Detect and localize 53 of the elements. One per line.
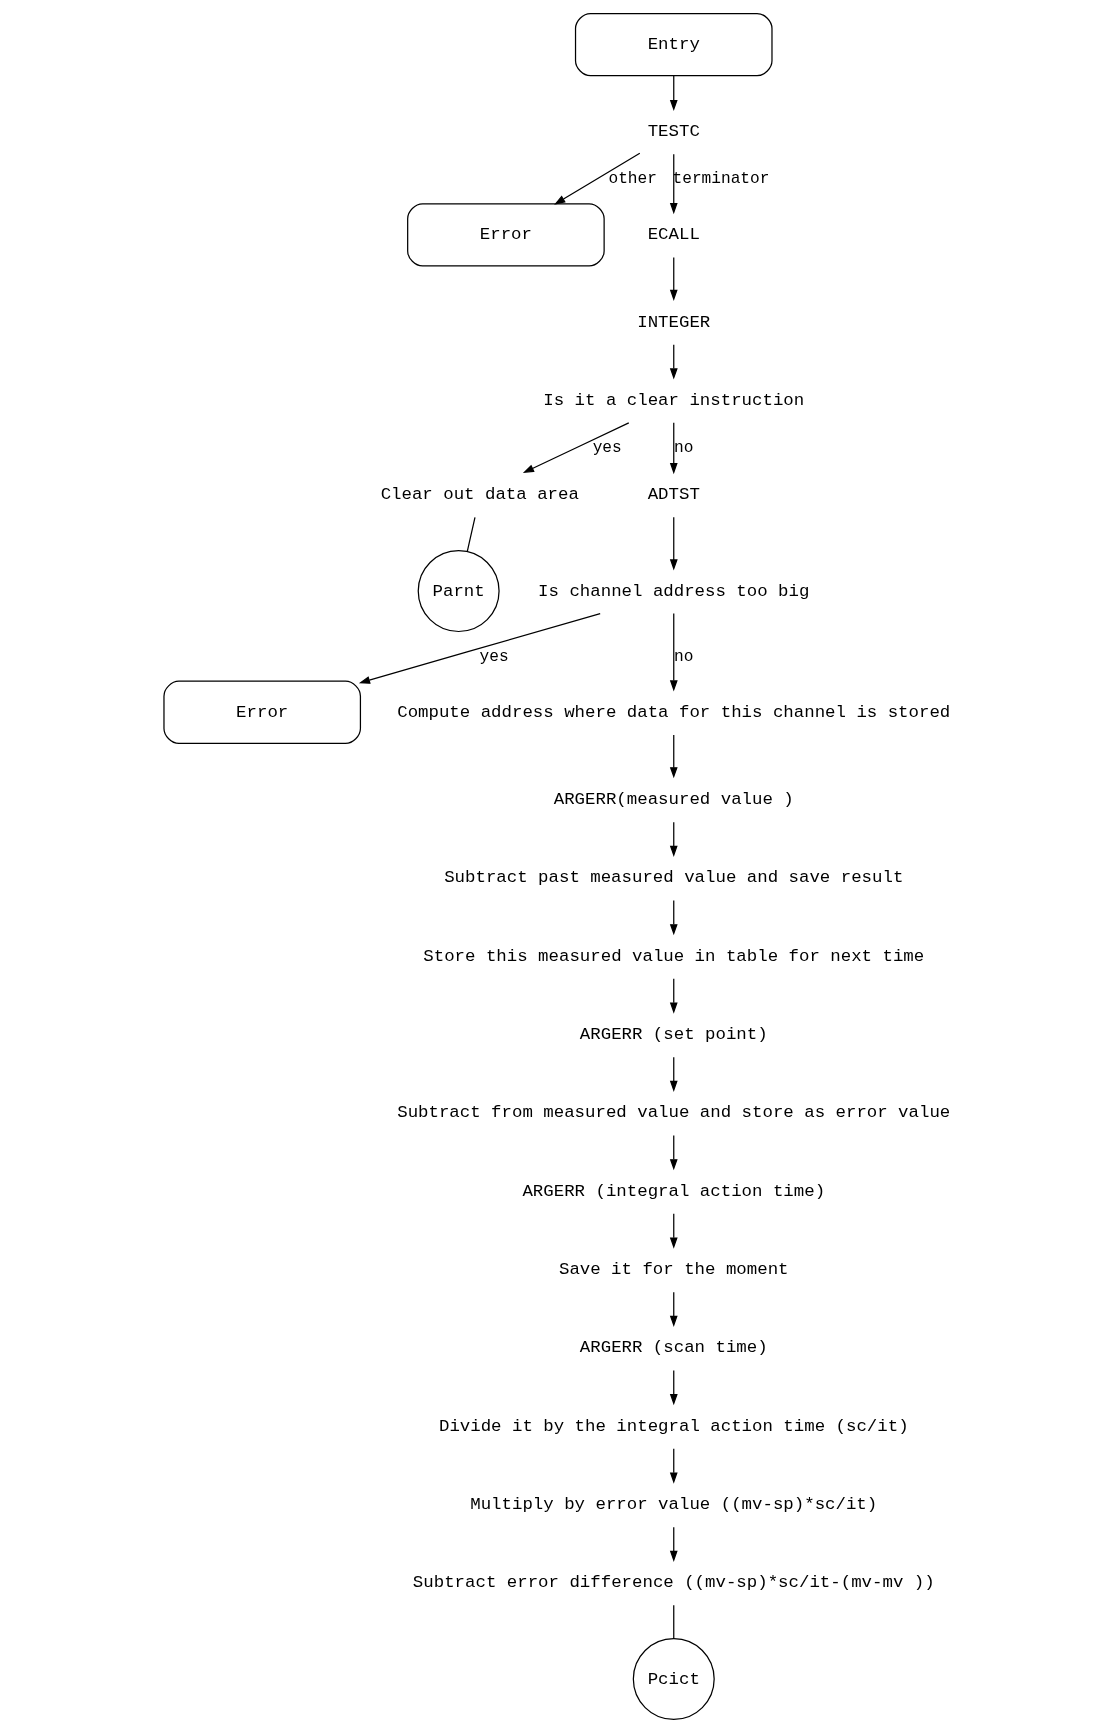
arrow xyxy=(669,1134,678,1171)
arrow xyxy=(669,1369,678,1406)
node-box: Error xyxy=(407,203,605,267)
node-text: Save it for the moment xyxy=(558,1259,789,1279)
arrow xyxy=(669,734,678,779)
node-circle: Pcict xyxy=(632,1638,715,1721)
node-text: Subtract from measured value and store as error value xyxy=(397,1103,951,1123)
arrow xyxy=(669,422,678,475)
arrow xyxy=(669,1056,678,1092)
node-text: ADTST xyxy=(647,485,700,505)
arrow xyxy=(669,1448,678,1484)
arrow xyxy=(669,1213,678,1249)
edge-label: no xyxy=(674,647,694,666)
node-text: ARGERR(measured value ) xyxy=(553,789,794,809)
node-text: INTEGER xyxy=(637,312,711,332)
arrow xyxy=(669,75,678,112)
arrow xyxy=(358,612,601,684)
arrow xyxy=(669,516,678,571)
node-text: ARGERR (scan time) xyxy=(579,1338,768,1358)
node-text: ECALL xyxy=(647,225,700,245)
arrow xyxy=(669,899,678,936)
edge-label: yes xyxy=(479,647,509,666)
node-text: ARGERR (integral action time) xyxy=(522,1181,826,1201)
connector xyxy=(466,516,476,552)
edge-label: yes xyxy=(592,438,622,457)
edge-label: no xyxy=(674,438,694,457)
node-text: Divide it by the integral action time (sc/it) xyxy=(438,1416,909,1436)
node-text: Subtract past measured value and save result xyxy=(444,868,904,888)
arrow xyxy=(669,612,678,692)
node-box: Entry xyxy=(574,12,773,77)
node-text: TESTC xyxy=(647,122,700,142)
arrow xyxy=(522,422,630,474)
arrow xyxy=(669,1291,678,1327)
node-text: ARGERR (set point) xyxy=(579,1024,768,1044)
node-text: Multiply by error value ((mv-sp)*sc/it) xyxy=(470,1494,878,1514)
arrow xyxy=(669,256,678,301)
node-circle: Parnt xyxy=(417,550,500,633)
node-text: Compute address where data for this channel is stored xyxy=(397,702,951,722)
node-text: Is channel address too big xyxy=(538,581,810,601)
connector xyxy=(673,1604,675,1640)
node-text: Clear out data area xyxy=(380,485,579,505)
arrow xyxy=(669,821,678,857)
arrow xyxy=(669,1526,678,1562)
edge-label: terminator xyxy=(672,170,770,189)
node-text: Subtract error difference ((mv-sp)*sc/it-(mv-mv )) xyxy=(412,1573,935,1593)
arrow xyxy=(669,153,678,215)
arrow xyxy=(669,978,678,1014)
edge-label: other xyxy=(608,170,657,189)
node-text: Store this measured value in table for next time xyxy=(423,946,925,966)
arrow xyxy=(554,152,641,205)
node-box: Error xyxy=(163,680,362,745)
arrow xyxy=(669,344,678,380)
node-text: Is it a clear instruction xyxy=(543,390,805,410)
